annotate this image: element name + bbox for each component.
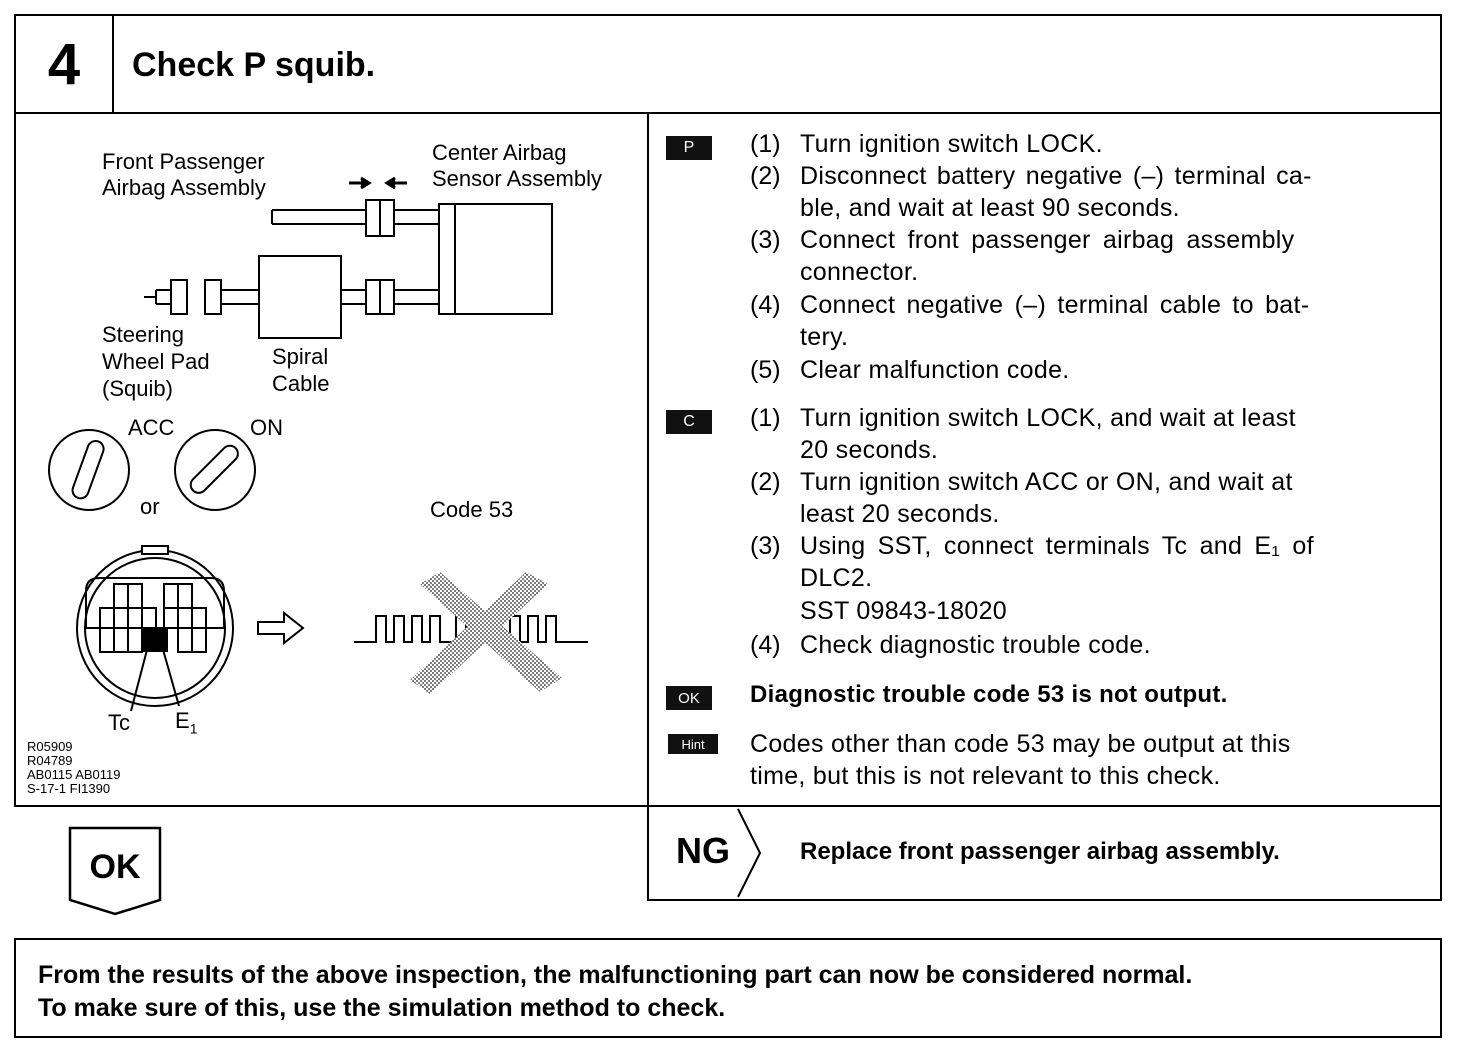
p-tag: P [666,136,712,160]
step-text: SST 09843-18020 [800,597,1007,625]
on-label: ON [250,415,283,440]
step-text: Turn ignition switch LOCK, and wait at l… [800,404,1296,432]
spiral-cable-label-2: Cable [272,371,330,396]
front-passenger-label-2: Airbag Assembly [102,175,266,200]
ref-code: R04789 [27,753,73,768]
ok-tag: OK [666,686,712,710]
ref-code: S-17-1 FI1390 [27,781,111,796]
step-text: Turn ignition switch LOCK. [800,130,1103,158]
step-number-cell [14,14,114,114]
step-num: (1) [750,130,781,158]
ng-chevron [737,808,762,898]
ok-badge [68,826,162,916]
airbag-wiring-diagram [48,176,588,712]
acc-label: ACC [128,415,175,440]
step-text: Connect negative (–) terminal cable to b… [800,291,1310,319]
step-text: Clear malfunction code. [800,356,1070,384]
column-divider [647,114,649,900]
conclusion-line: To make sure of this, use the simulation… [38,994,726,1022]
step-num: (5) [750,356,781,384]
tc-terminal-label: Tc [108,710,130,735]
ng-result-box [647,805,1442,901]
step-num: (3) [750,226,781,254]
step-header [14,14,1442,114]
hint-text: Codes other than code 53 may be output a… [750,730,1291,758]
or-label: or [140,494,160,519]
step-text: connector. [800,258,919,286]
ok-label: OK [89,848,141,886]
ng-label: NG [676,830,730,871]
page-title: Check P squib. [132,46,376,84]
step-text: Using SST, connect terminals Tc and E₁ o… [800,532,1314,560]
hint-tag: Hint [668,734,718,754]
center-airbag-label-2: Sensor Assembly [432,166,602,191]
step-number: 4 [47,31,81,97]
c-tag: C [666,410,712,434]
ref-code: R05909 [27,739,73,754]
step-text: DLC2. [800,564,873,592]
steering-label-2: Wheel Pad [102,349,210,374]
step-num: (4) [750,291,781,319]
step-num: (3) [750,532,781,560]
step-text: 20 seconds. [800,436,939,464]
step-num: (1) [750,404,781,432]
step-text: Turn ignition switch ACC or ON, and wait… [800,468,1293,496]
conclusion-line: From the results of the above inspection… [38,961,1193,989]
step-text: tery. [800,323,849,351]
hint-text: time, but this is not relevant to this c… [750,762,1221,790]
step-text: least 20 seconds. [800,500,1000,528]
front-passenger-label: Front Passenger [102,149,265,174]
spiral-cable-label: Spiral [272,344,329,369]
step-num: (2) [750,162,781,190]
steering-label: Steering [102,322,184,347]
ref-code: AB0115 AB0119 [27,767,121,782]
code-53-label: Code 53 [430,497,514,522]
step-text: Disconnect battery negative (–) terminal… [800,162,1312,190]
steering-label-3: (Squib) [102,376,173,401]
ok-result-text: Diagnostic trouble code 53 is not output… [750,681,1228,708]
center-airbag-label: Center Airbag [432,140,567,165]
step-text: ble, and wait at least 90 seconds. [800,194,1180,222]
step-num: (4) [750,631,781,659]
conclusion-box [14,938,1442,1038]
e1-terminal-label: E1 [175,708,198,737]
step-text: Check diagnostic trouble code. [800,631,1151,659]
ng-action-text: Replace front passenger airbag assembly. [800,838,1280,865]
step-num: (2) [750,468,781,496]
step-text: Connect front passenger airbag assembly [800,226,1295,254]
